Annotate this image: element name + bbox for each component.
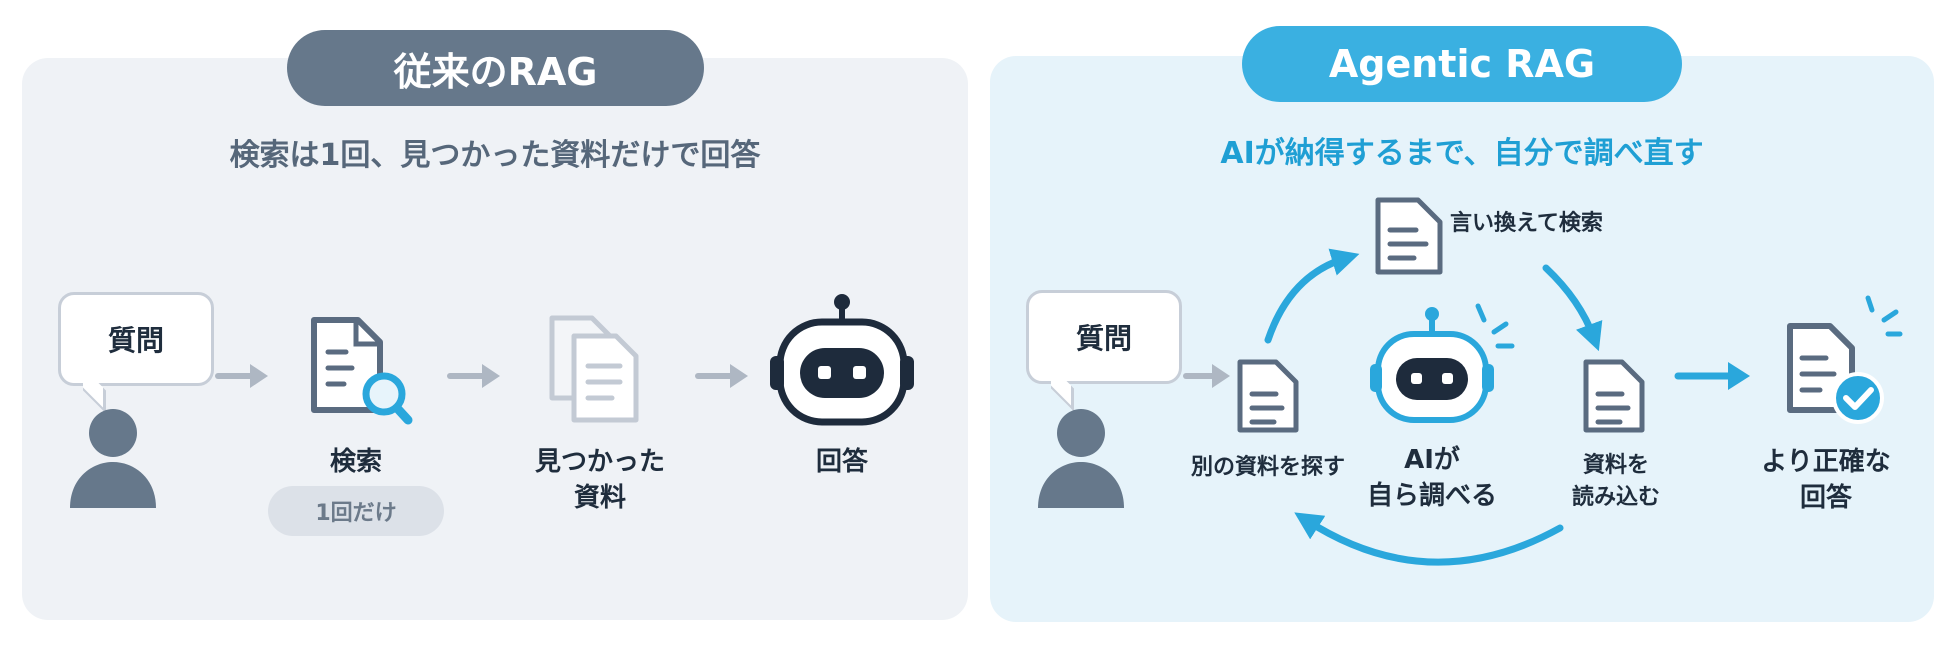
find-other-documents-label: 別の資料を探す <box>1190 455 1345 480</box>
question-label-right: 質問 <box>1075 322 1132 355</box>
document-icon <box>1237 359 1299 433</box>
found-documents-label-line1: 見つかった <box>534 447 665 477</box>
rephrase-search-label: 言い換えて検索 <box>1450 211 1603 236</box>
arrow-right-icon <box>447 364 500 388</box>
agentic-rag-subtitle: AIが納得するまで、自分で調べ直す <box>1220 136 1704 171</box>
search-label: 検索 <box>329 447 382 477</box>
arrow-right-icon <box>215 364 268 388</box>
arrow-right-icon <box>695 364 748 388</box>
traditional-rag-title: 従来のRAG <box>287 30 704 106</box>
once-only-badge: 1回だけ <box>268 486 444 536</box>
robot-icon <box>770 294 914 426</box>
person-icon <box>70 409 156 508</box>
answer-label: 回答 <box>815 447 868 477</box>
robot-icon <box>1370 303 1515 423</box>
ai-label-line2: 自ら調べる <box>1366 481 1497 511</box>
question-label: 質問 <box>107 324 164 357</box>
agentic-rag-title: Agentic RAG <box>1242 26 1682 102</box>
read-documents-label-line1: 資料を <box>1582 453 1649 478</box>
read-documents-label-line2: 読み込む <box>1571 485 1660 510</box>
document-search-icon <box>311 317 413 425</box>
arrow-right-icon <box>1674 362 1750 390</box>
accurate-answer-label-line1: より正確な <box>1761 447 1891 477</box>
arrow-right-icon <box>1183 364 1230 388</box>
question-bubble-right: 質問 <box>1026 290 1182 384</box>
document-icon <box>1375 197 1443 275</box>
traditional-rag-subtitle: 検索は1回、見つかった資料だけで回答 <box>229 138 761 173</box>
documents-icon <box>549 315 639 423</box>
person-icon <box>1038 409 1124 508</box>
found-documents-label-line2: 資料 <box>573 483 626 513</box>
document-icon <box>1583 359 1645 433</box>
cycle-arrow-icon <box>1264 248 1603 566</box>
document-check-icon <box>1787 295 1903 424</box>
ai-label-line1: AIが <box>1404 445 1460 475</box>
accurate-answer-label-line2: 回答 <box>1799 483 1852 513</box>
question-bubble: 質問 <box>58 292 214 386</box>
